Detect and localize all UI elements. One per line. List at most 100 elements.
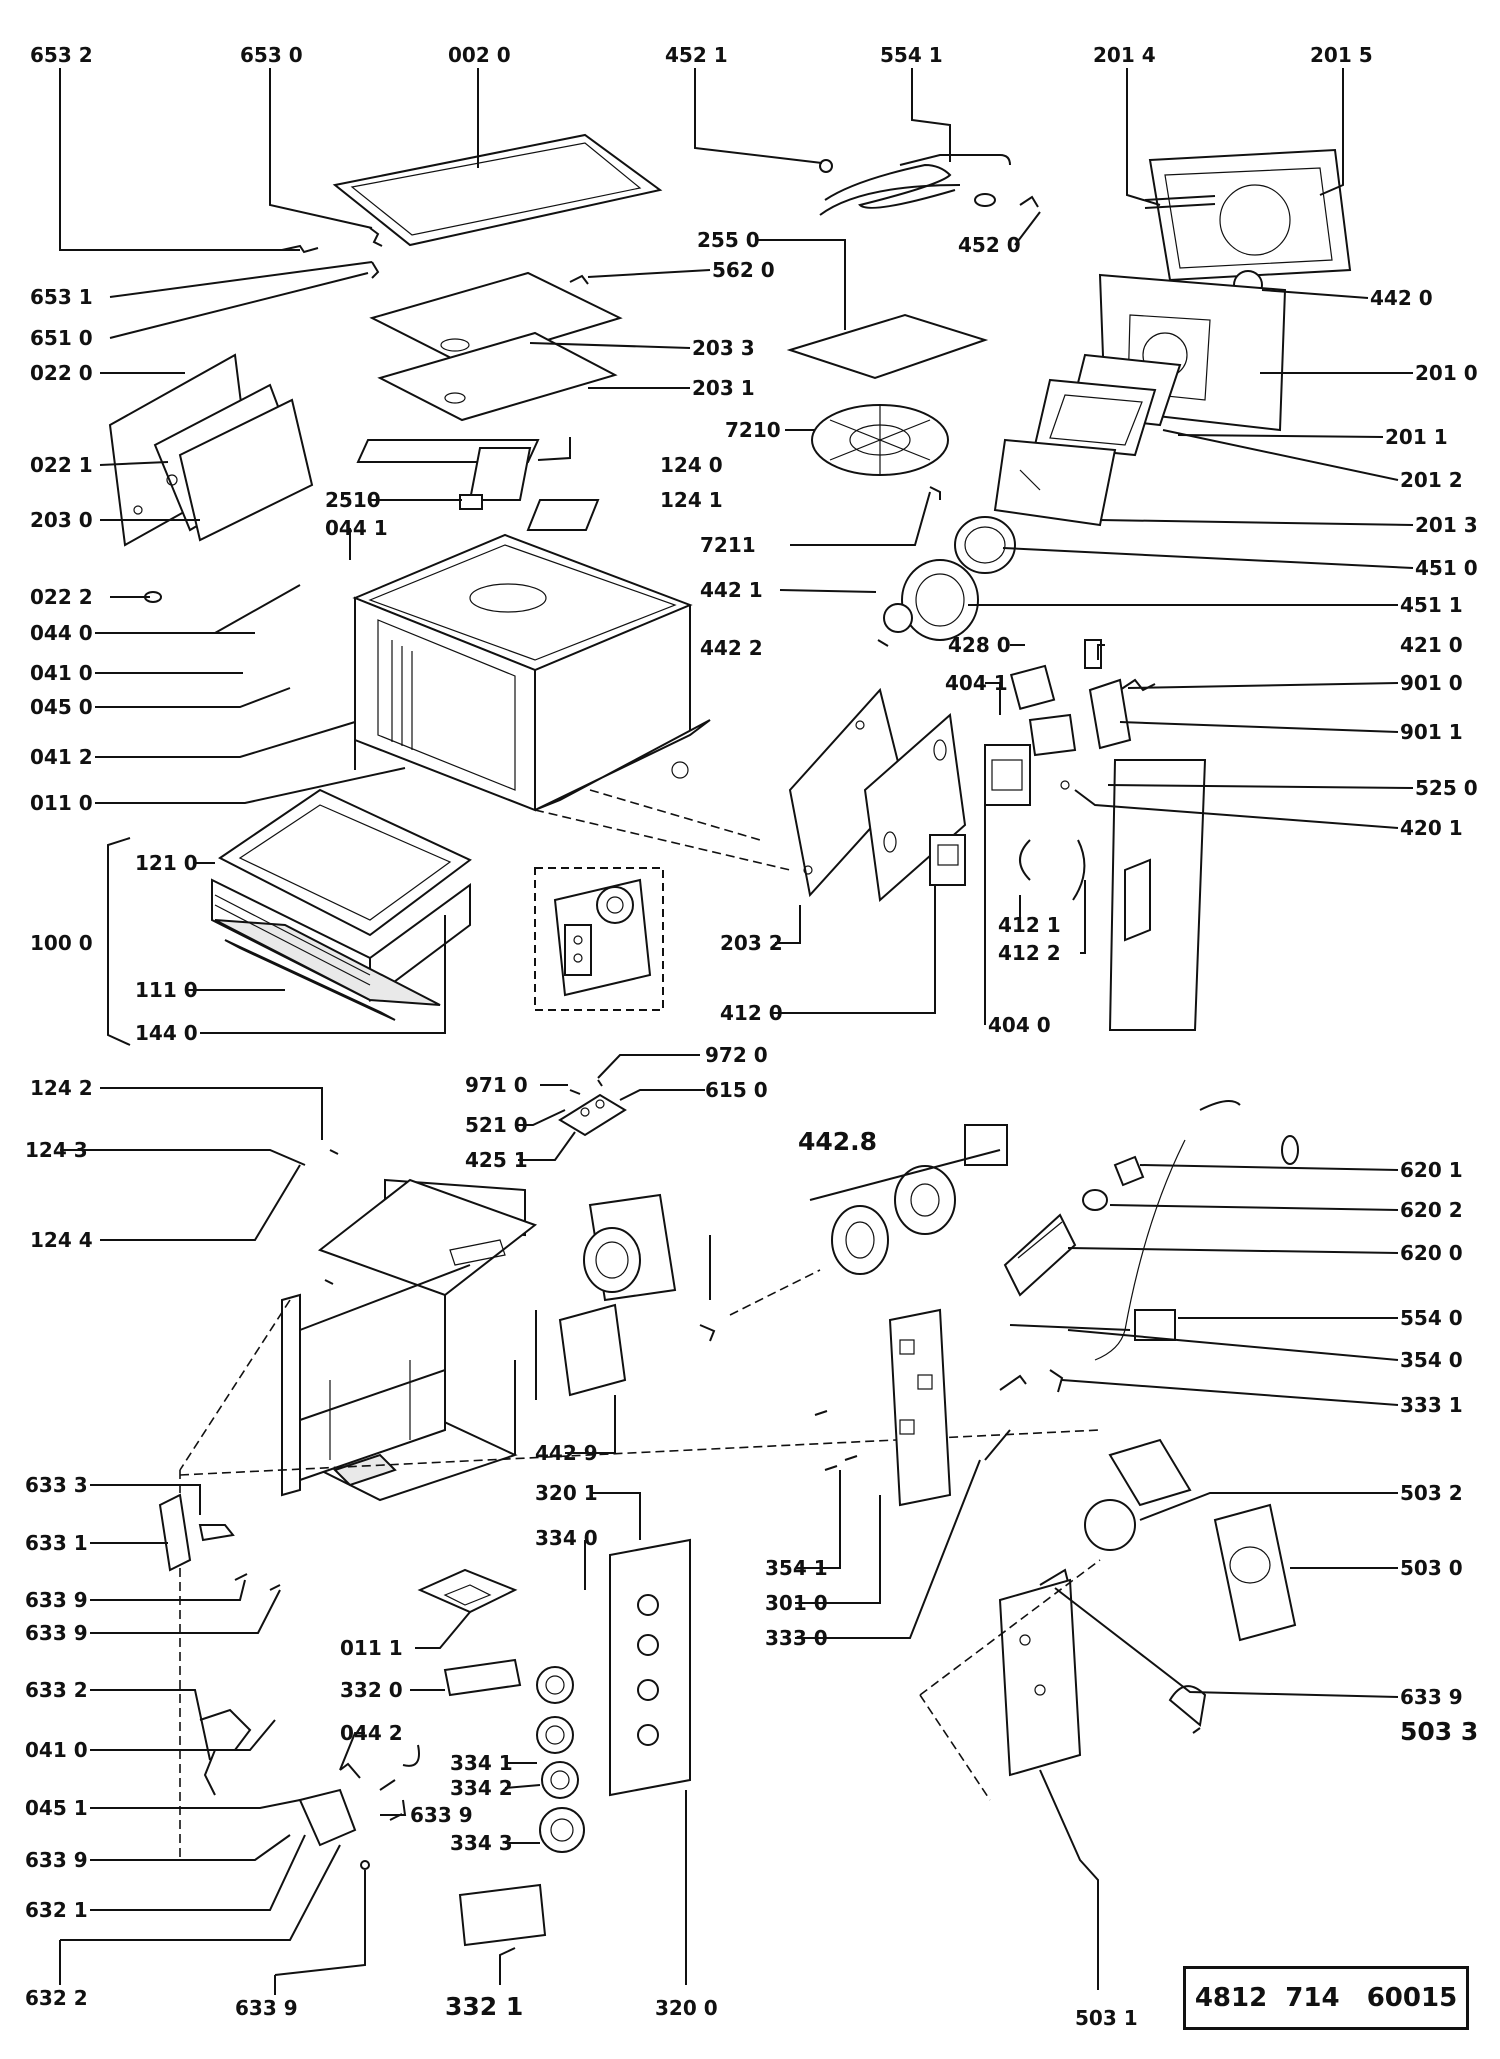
callout-653-2: 653 2 bbox=[30, 43, 93, 67]
callout-412-1: 412 1 bbox=[998, 913, 1061, 937]
callout-653-1: 653 1 bbox=[30, 285, 93, 309]
part-side-panel-203-2 bbox=[788, 687, 967, 902]
callout-203-1: 203 1 bbox=[692, 376, 755, 400]
part-bracket-011-1 bbox=[417, 1568, 518, 1614]
callout-503-2: 503 2 bbox=[1400, 1481, 1463, 1505]
drawing-number-box: 4812 714 60015 bbox=[1183, 1966, 1469, 2030]
part-button-332-0 bbox=[443, 1658, 522, 1697]
callout-632-1: 632 1 bbox=[25, 1898, 88, 1922]
callout-971-0: 971 0 bbox=[465, 1073, 528, 1097]
callout-633-1: 633 1 bbox=[25, 1531, 88, 1555]
part-timer-motor bbox=[919, 1438, 1297, 1801]
callout-412-2: 412 2 bbox=[998, 941, 1061, 965]
callout-333-1: 333 1 bbox=[1400, 1393, 1463, 1417]
callout-203-2: 203 2 bbox=[720, 931, 783, 955]
callout-525-0: 525 0 bbox=[1415, 776, 1478, 800]
callout-201-3: 201 3 bbox=[1415, 513, 1478, 537]
part-chassis-frame bbox=[179, 1149, 1101, 1861]
callout-203-3: 203 3 bbox=[692, 336, 755, 360]
part-fan-blade-442-8 bbox=[809, 1124, 1008, 1275]
part-button-332-1 bbox=[458, 1883, 547, 1947]
callout-972-0: 972 0 bbox=[705, 1043, 768, 1067]
part-top-cover bbox=[332, 133, 663, 247]
part-door-assembly bbox=[211, 788, 472, 1021]
callout-901-1: 901 1 bbox=[1400, 720, 1463, 744]
part-door-interlock bbox=[158, 1493, 420, 1870]
callout-452-1: 452 1 bbox=[665, 43, 728, 67]
callout-421-0: 421 0 bbox=[1400, 633, 1463, 657]
callout-633-9-a: 633 9 bbox=[25, 1588, 88, 1612]
callout-041-0-bottom: 041 0 bbox=[25, 1738, 88, 1762]
callout-022-2: 022 2 bbox=[30, 585, 93, 609]
callout-633-9-f: 633 9 bbox=[235, 1996, 298, 2020]
callout-503-0: 503 0 bbox=[1400, 1556, 1463, 1580]
callout-554-0: 554 0 bbox=[1400, 1306, 1463, 1330]
callout-901-0: 901 0 bbox=[1400, 671, 1463, 695]
callout-203-0: 203 0 bbox=[30, 508, 93, 532]
part-heating-element bbox=[819, 154, 1039, 216]
callout-255-0: 255 0 bbox=[697, 228, 760, 252]
part-oven-cavity bbox=[352, 533, 791, 871]
part-fan-housing-201 bbox=[877, 148, 1352, 647]
callout-442-0: 442 0 bbox=[1370, 286, 1433, 310]
callout-615-0: 615 0 bbox=[705, 1078, 768, 1102]
callout-041-0-top: 041 0 bbox=[30, 661, 93, 685]
callout-100-0: 100 0 bbox=[30, 931, 93, 955]
callout-320-0: 320 0 bbox=[655, 1996, 718, 2020]
callout-041-2: 041 2 bbox=[30, 745, 93, 769]
callout-labels: 653 2 653 0 002 0 452 1 554 1 201 4 201 … bbox=[25, 43, 1478, 2030]
callout-332-0: 332 0 bbox=[340, 1678, 403, 1702]
callout-442-1: 442 1 bbox=[700, 578, 763, 602]
callout-201-1: 201 1 bbox=[1385, 425, 1448, 449]
callout-404-0: 404 0 bbox=[988, 1013, 1051, 1037]
callout-503-1: 503 1 bbox=[1075, 2006, 1138, 2030]
callout-124-3: 124 3 bbox=[25, 1138, 88, 1162]
part-inset-turntable-motor bbox=[534, 867, 664, 1011]
callout-620-2: 620 2 bbox=[1400, 1198, 1463, 1222]
callout-633-3: 633 3 bbox=[25, 1473, 88, 1497]
callout-521-0: 521 0 bbox=[465, 1113, 528, 1137]
callout-334-1: 334 1 bbox=[450, 1751, 513, 1775]
callout-620-1: 620 1 bbox=[1400, 1158, 1463, 1182]
part-knobs-334 bbox=[536, 1666, 585, 1853]
part-plates-203 bbox=[369, 271, 623, 422]
callout-404-1: 404 1 bbox=[945, 671, 1008, 695]
callout-320-1: 320 1 bbox=[535, 1481, 598, 1505]
callout-111-0: 111 0 bbox=[135, 978, 198, 1002]
callout-7211: 7211 bbox=[700, 533, 756, 557]
callout-420-1: 420 1 bbox=[1400, 816, 1463, 840]
callout-354-0: 354 0 bbox=[1400, 1348, 1463, 1372]
part-rails-124 bbox=[356, 439, 600, 531]
callout-425-1: 425 1 bbox=[465, 1148, 528, 1172]
callout-002-0: 002 0 bbox=[448, 43, 511, 67]
part-door-panels-022 bbox=[108, 353, 314, 603]
part-terminal-block bbox=[1003, 1100, 1299, 1393]
callout-653-0: 653 0 bbox=[240, 43, 303, 67]
callout-334-3: 334 3 bbox=[450, 1831, 513, 1855]
callout-442-8: 442.8 bbox=[798, 1127, 877, 1156]
callout-044-2: 044 2 bbox=[340, 1721, 403, 1745]
callout-442-2: 442 2 bbox=[700, 636, 763, 660]
part-mica-sheet bbox=[786, 313, 989, 380]
callout-044-1: 044 1 bbox=[325, 516, 388, 540]
part-electrical-components bbox=[984, 639, 1156, 901]
callout-045-1: 045 1 bbox=[25, 1796, 88, 1820]
part-fan-motor-442-9 bbox=[535, 1193, 821, 1400]
callout-121-0: 121 0 bbox=[135, 851, 198, 875]
callout-124-1: 124 1 bbox=[660, 488, 723, 512]
part-circuit-board bbox=[814, 1308, 1027, 1507]
callout-632-2: 632 2 bbox=[25, 1986, 88, 2010]
part-stirrer-fan bbox=[811, 404, 949, 500]
callout-503-3: 503 3 bbox=[1400, 1717, 1478, 1746]
callout-562-0: 562 0 bbox=[712, 258, 775, 282]
callout-045-0: 045 0 bbox=[30, 695, 93, 719]
callout-633-9-c: 633 9 bbox=[1400, 1685, 1463, 1709]
callout-022-1: 022 1 bbox=[30, 453, 93, 477]
callout-651-0: 651 0 bbox=[30, 326, 93, 350]
callout-124-0: 124 0 bbox=[660, 453, 723, 477]
callout-334-2: 334 2 bbox=[450, 1776, 513, 1800]
callout-2510: 2510 bbox=[325, 488, 381, 512]
callout-554-1: 554 1 bbox=[880, 43, 943, 67]
callout-442-9: 442 9 bbox=[535, 1441, 598, 1465]
callout-428-0: 428 0 bbox=[948, 633, 1011, 657]
